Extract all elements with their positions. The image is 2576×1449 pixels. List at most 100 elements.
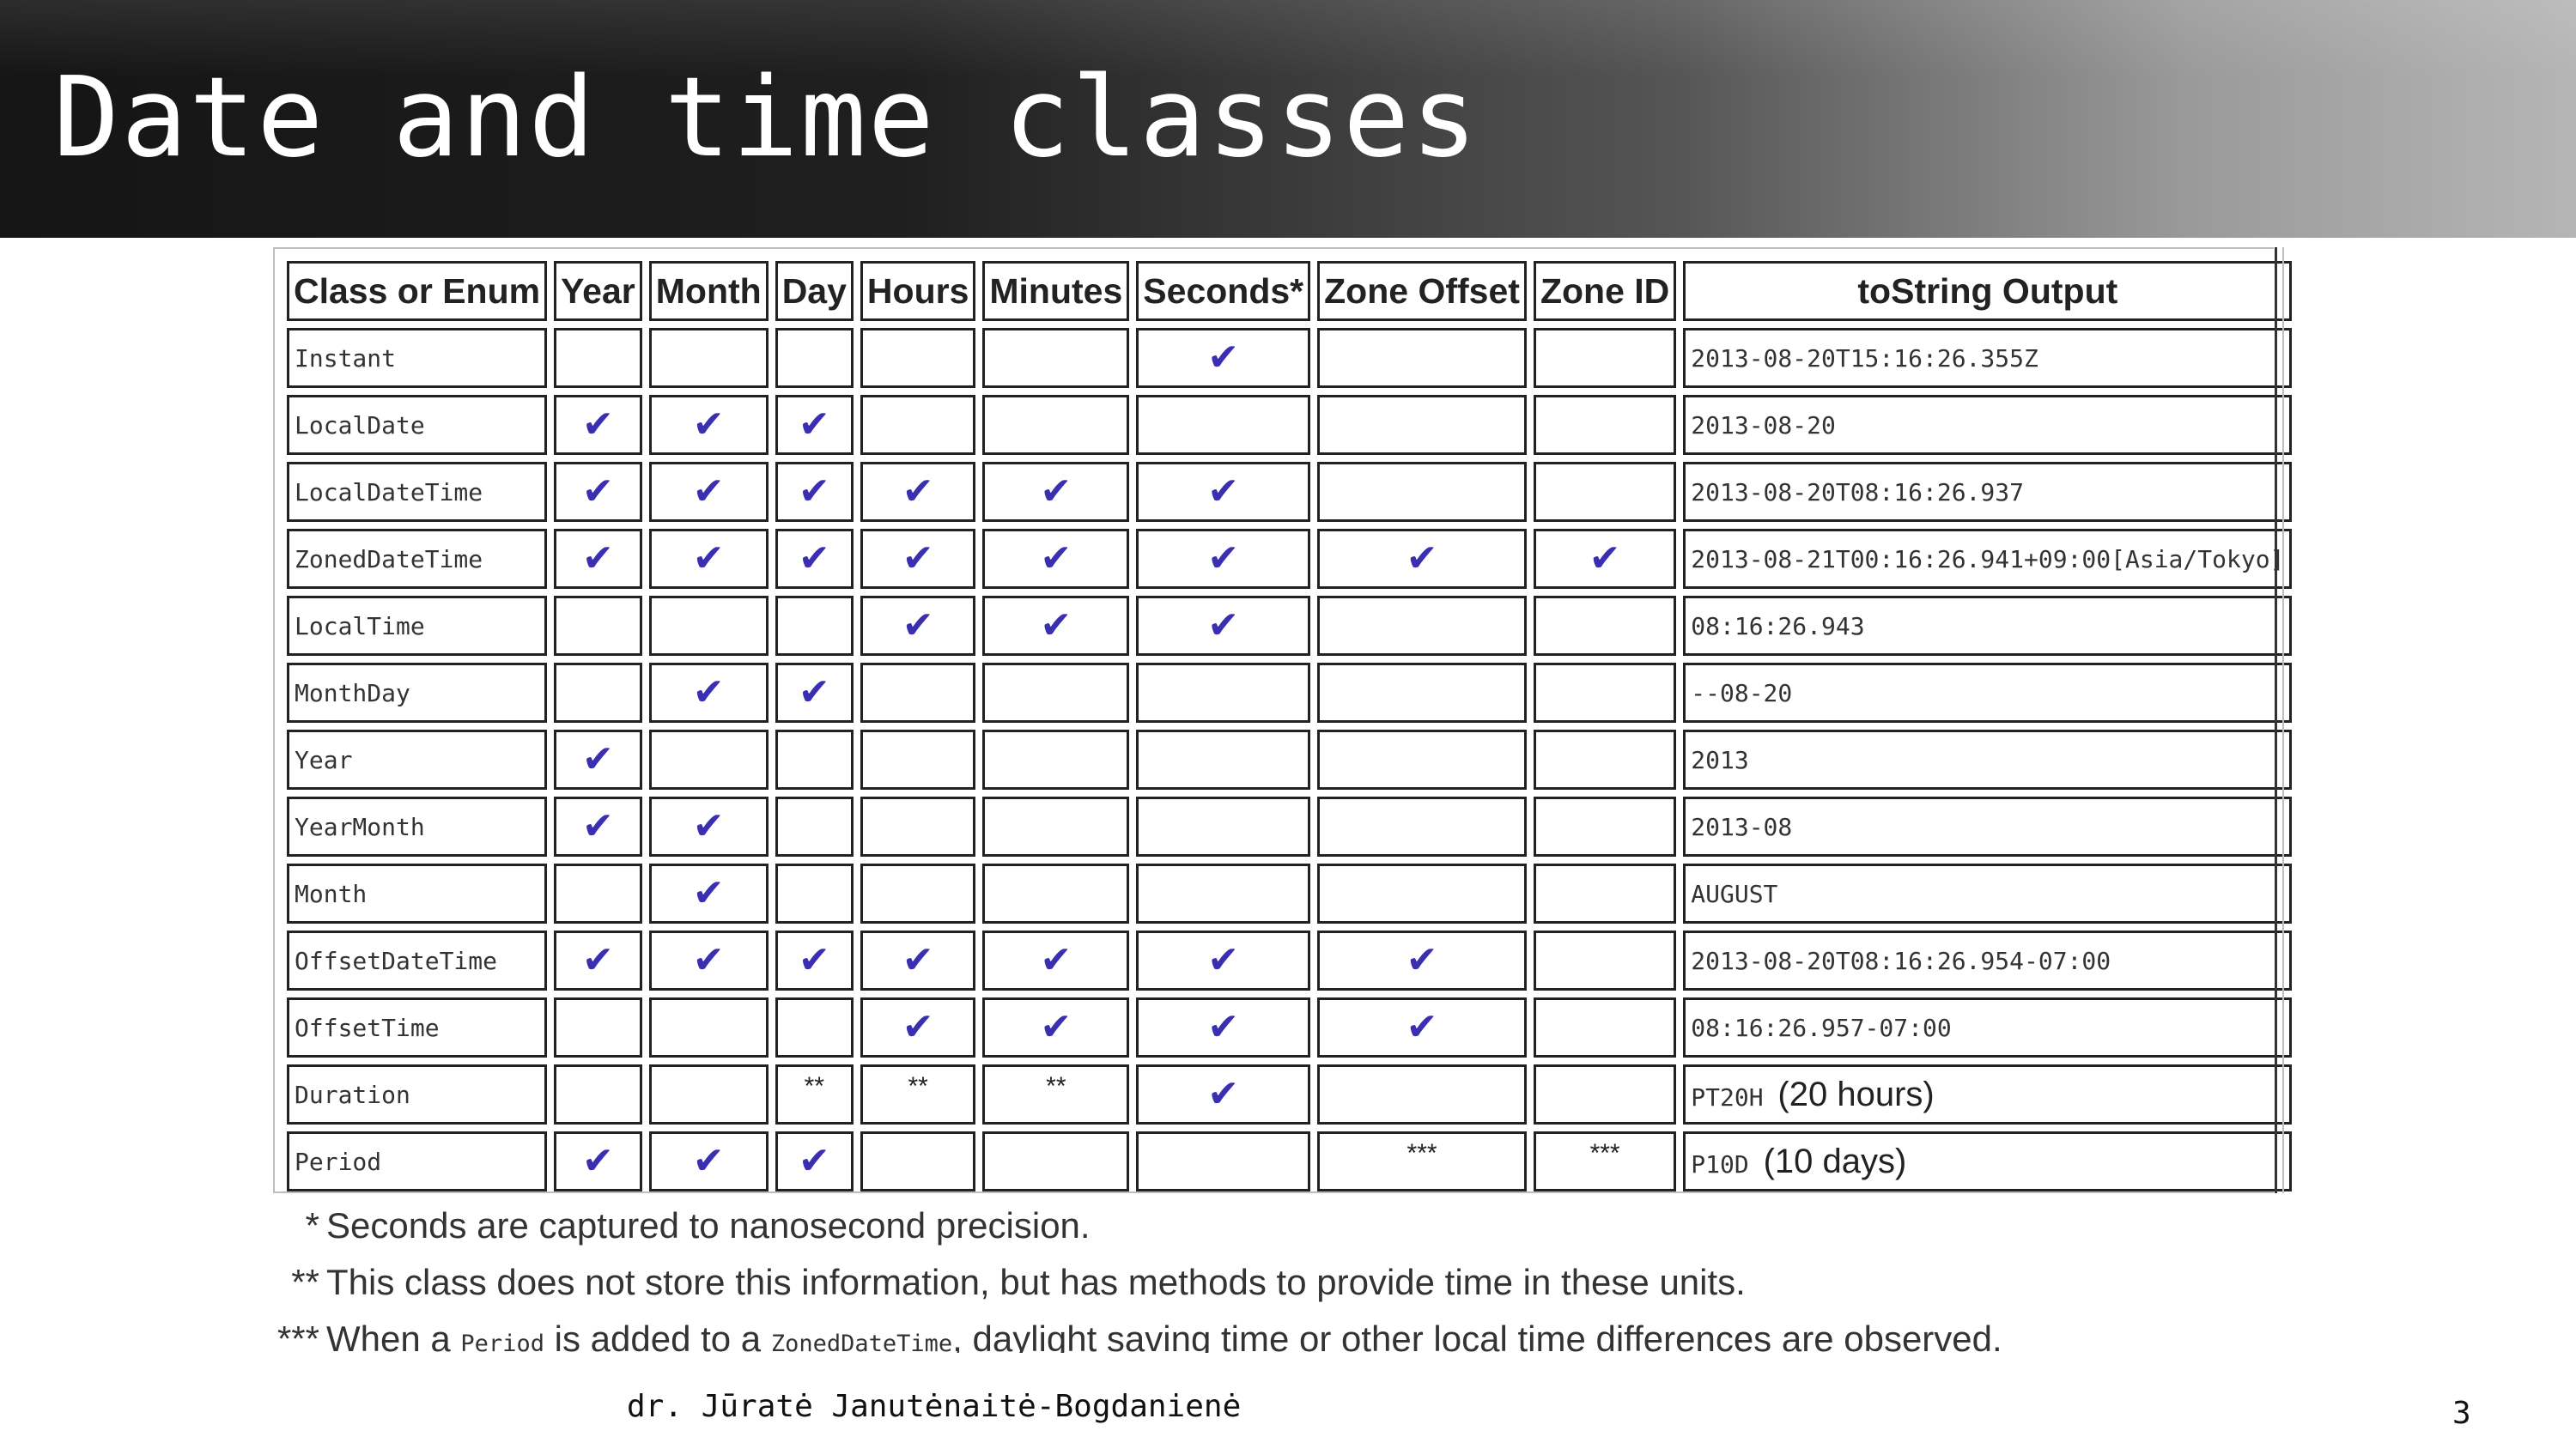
table-row: Month✔AUGUST (287, 864, 2293, 924)
empty-cell (1533, 663, 1677, 723)
checkmark-icon: ✔ (860, 596, 976, 656)
footnote-marker: *** (276, 1319, 319, 1353)
title-bar: Date and time classes (0, 0, 2576, 238)
checkmark-icon: ✔ (1136, 596, 1311, 656)
table-row: LocalDate✔✔✔2013-08-20 (287, 395, 2293, 455)
empty-cell (1317, 864, 1527, 924)
tostring-output-cell: 08:16:26.957-07:00 (1683, 997, 2293, 1058)
tostring-output-value: 2013 (1691, 745, 1749, 774)
footnote-no-store: **This class does not store this informa… (275, 1262, 1746, 1303)
checkmark-icon: ✔ (648, 529, 769, 589)
header-day: Day (775, 261, 854, 321)
footnote-mark-cell: ** (860, 1064, 976, 1125)
checkmark-icon: ✔ (648, 395, 769, 455)
checkmark-icon: ✔ (1136, 529, 1311, 589)
class-name-cell: OffsetDateTime (287, 931, 548, 991)
table-row: OffsetDateTime✔✔✔✔✔✔✔2013-08-20T08:16:26… (287, 931, 2293, 991)
header-tostring-output: toString Output (1683, 261, 2293, 321)
checkmark-icon: ✔ (982, 931, 1130, 991)
empty-cell (1136, 663, 1311, 723)
checkmark-icon: ✔ (1136, 1064, 1311, 1125)
footnote-seconds: *Seconds are captured to nanosecond prec… (275, 1205, 1091, 1246)
footnote-code-period: Period (460, 1331, 544, 1353)
author-name: dr. Jūratė Janutėnaitė-Bogdanienė (627, 1389, 1242, 1424)
empty-cell (1533, 328, 1677, 388)
empty-cell (648, 997, 769, 1058)
header-year: Year (554, 261, 642, 321)
checkmark-icon: ✔ (554, 797, 642, 857)
footnote-mark-cell: ** (982, 1064, 1130, 1125)
checkmark-icon: ✔ (648, 931, 769, 991)
empty-cell (1317, 395, 1527, 455)
empty-cell (1136, 864, 1311, 924)
checkmark-icon: ✔ (648, 663, 769, 723)
footnote-marker: * (305, 1205, 319, 1246)
empty-cell (1533, 864, 1677, 924)
empty-cell (554, 663, 642, 723)
checkmark-icon: ✔ (648, 1131, 769, 1191)
empty-cell (860, 663, 976, 723)
tostring-output-value: 2013-08-20T08:16:26.954-07:00 (1691, 946, 2111, 975)
tostring-output-cell: 2013-08-20T15:16:26.355Z (1683, 328, 2293, 388)
empty-cell (1533, 997, 1677, 1058)
tostring-output-cell: AUGUST (1683, 864, 2293, 924)
class-name-cell: Instant (287, 328, 548, 388)
checkmark-icon: ✔ (775, 931, 854, 991)
table-row: LocalTime✔✔✔08:16:26.943 (287, 596, 2293, 656)
tostring-output-cell: 2013-08-20T08:16:26.937 (1683, 462, 2293, 522)
checkmark-icon: ✔ (775, 529, 854, 589)
tostring-output-note: (20 hours) (1777, 1075, 1935, 1113)
empty-cell (554, 1064, 642, 1125)
table-image: Class or Enum Year Month Day Hours Minut… (273, 247, 2293, 1193)
empty-cell (860, 1131, 976, 1191)
empty-cell (1136, 395, 1311, 455)
tostring-output-value: 08:16:26.943 (1691, 611, 1865, 640)
empty-cell (982, 864, 1130, 924)
table-row: ZonedDateTime✔✔✔✔✔✔✔✔2013-08-21T00:16:26… (287, 529, 2293, 589)
tostring-output-note: (10 days) (1763, 1142, 1907, 1180)
checkmark-icon: ✔ (775, 663, 854, 723)
empty-cell (1533, 395, 1677, 455)
empty-cell (860, 864, 976, 924)
footnote-code-zoneddatetime: ZonedDateTime (770, 1331, 953, 1353)
empty-cell (775, 997, 854, 1058)
footnote-period-dst: ***When a Period is added to a ZonedDate… (275, 1319, 2002, 1353)
table-row: Instant ✔ 2013-08-20T15:16:26.355Z (287, 328, 2293, 388)
empty-cell (860, 797, 976, 857)
tostring-output-cell: 2013 (1683, 730, 2293, 790)
empty-cell (648, 596, 769, 656)
empty-cell (1533, 1064, 1677, 1125)
checkmark-icon: ✔ (1317, 997, 1527, 1058)
empty-cell (860, 395, 976, 455)
footnote-text: is added to a (544, 1319, 771, 1353)
checkmark-icon: ✔ (1136, 462, 1311, 522)
tostring-output-value: 2013-08-20T15:16:26.355Z (1691, 343, 2038, 373)
table-row: Period✔✔✔******P10D (10 days) (287, 1131, 2293, 1191)
checkmark-icon: ✔ (1136, 328, 1311, 388)
table-row: OffsetTime✔✔✔✔08:16:26.957-07:00 (287, 997, 2293, 1058)
empty-cell (554, 328, 642, 388)
empty-cell (1533, 596, 1677, 656)
tostring-output-value: P10D (1691, 1149, 1749, 1179)
empty-cell (1317, 730, 1527, 790)
empty-cell (1317, 328, 1527, 388)
class-name-cell: Period (287, 1131, 548, 1191)
tostring-output-value: PT20H (1691, 1082, 1764, 1112)
class-name-cell: Month (287, 864, 548, 924)
tostring-output-value: 2013-08-20T08:16:26.937 (1691, 477, 2024, 506)
empty-cell (554, 864, 642, 924)
tostring-output-value: 2013-08-21T00:16:26.941+09:00[Asia/Tokyo… (1691, 544, 2285, 573)
class-name-cell: YearMonth (287, 797, 548, 857)
empty-cell (1317, 596, 1527, 656)
tostring-output-cell: 2013-08-20T08:16:26.954-07:00 (1683, 931, 2293, 991)
class-name-cell: ZonedDateTime (287, 529, 548, 589)
checkmark-icon: ✔ (554, 395, 642, 455)
checkmark-icon: ✔ (554, 931, 642, 991)
empty-cell (775, 797, 854, 857)
empty-cell (1533, 730, 1677, 790)
checkmark-icon: ✔ (982, 462, 1130, 522)
empty-cell (554, 596, 642, 656)
empty-cell (1136, 797, 1311, 857)
empty-cell (1533, 462, 1677, 522)
empty-cell (648, 730, 769, 790)
